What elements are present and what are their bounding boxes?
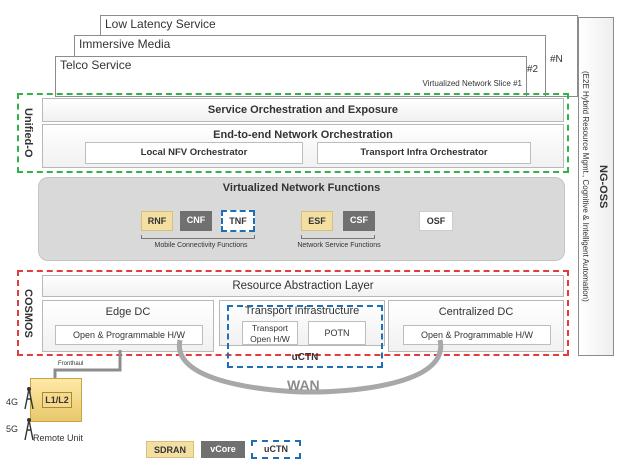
slice-index-2: #2 [527, 64, 539, 75]
remote-unit-label: Remote Unit [33, 433, 84, 443]
vnf-title: Virtualized Network Functions [222, 182, 381, 194]
antenna-5g-icon [24, 416, 34, 441]
antenna-4g-icon [24, 385, 34, 410]
local-nfv-orchestrator-label: Local NFV Orchestrator [140, 147, 248, 158]
slice-tab-low-latency-label: Low Latency Service [105, 17, 216, 31]
slice-tab-telco: Telco Service Virtualized Network Slice … [55, 56, 527, 97]
slice-index-n: #N [550, 54, 563, 65]
cnf-box: CNF [180, 211, 212, 231]
mobile-functions-bracket [141, 235, 255, 239]
ng-oss-panel: NG-OSS (E2E Hybrid Resource Mgmt., Cogni… [578, 17, 614, 356]
edge-hw: Open & Programmable H/W [55, 325, 203, 345]
edge-dc: Edge DC Open & Programmable H/W [42, 300, 214, 352]
slice-note: Virtualized Network Slice #1 [422, 79, 522, 88]
cosmos-group [17, 270, 569, 356]
osf-box: OSF [419, 211, 453, 231]
edge-dc-title: Edge DC [105, 306, 151, 318]
transport-open-hw-label: Transport Open H/W [250, 323, 290, 344]
network-functions-bracket [301, 235, 375, 239]
csf-box: CSF [343, 211, 375, 231]
service-orchestration-label: Service Orchestration and Exposure [207, 104, 399, 116]
mobile-functions-label: Mobile Connectivity Functions [154, 242, 248, 249]
central-hw-label: Open & Programmable H/W [420, 330, 534, 340]
legend-uctn: uCTN [251, 440, 301, 459]
rnf-box: RNF [141, 211, 173, 231]
transport-open-hw: Transport Open H/W [242, 321, 298, 345]
network-functions-label: Network Service Functions [297, 242, 381, 249]
resource-abstraction-layer: Resource Abstraction Layer [42, 275, 564, 297]
unified-o-label: Unified-O [22, 108, 34, 158]
edge-hw-label: Open & Programmable H/W [72, 330, 186, 340]
legend-sdran: SDRAN [146, 441, 194, 458]
uctn-label: uCTN [291, 352, 319, 363]
cosmos-label: COSMOS [22, 288, 34, 338]
tnf-box: TNF [221, 210, 255, 232]
label-5g: 5G [6, 424, 19, 434]
uctn-group [227, 305, 383, 368]
resource-abstraction-label: Resource Abstraction Layer [232, 280, 374, 292]
fronthaul-label: Fronthaul [58, 361, 84, 367]
l1l2-box: L1/L2 [42, 392, 72, 408]
ng-oss-subtitle: (E2E Hybrid Resource Mgmt., Cognitive & … [581, 71, 590, 302]
transport-infra-title: Transport Infrastructure [244, 305, 360, 317]
local-nfv-orchestrator: Local NFV Orchestrator [85, 142, 303, 164]
transport-infra-orchestrator-label: Transport Infra Orchestrator [360, 147, 488, 158]
centralized-dc-title: Centralized DC [438, 306, 514, 318]
service-orchestration-layer: Service Orchestration and Exposure [42, 98, 564, 122]
esf-box: ESF [301, 211, 333, 231]
e2e-orchestration-label: End-to-end Network Orchestration [213, 129, 393, 141]
slice-tab-immersive-label: Immersive Media [79, 37, 171, 51]
legend-vcore: vCore [201, 441, 245, 458]
unified-o-group [17, 93, 569, 173]
transport-infra-orchestrator: Transport Infra Orchestrator [317, 142, 531, 164]
ng-oss-title: NG-OSS [597, 164, 609, 209]
l1l2-label: L1/L2 [45, 395, 69, 405]
potn-label: POTN [324, 328, 350, 338]
potn-box: POTN [308, 321, 366, 345]
wan-loop [177, 339, 444, 395]
wan-label: WAN [287, 377, 320, 393]
transport-infrastructure: Transport Infrastructure Transport Open … [219, 300, 385, 346]
e2e-orchestration-layer: End-to-end Network Orchestration Local N… [42, 124, 564, 168]
slice-tab-telco-label: Telco Service [60, 58, 132, 72]
label-4g: 4G [6, 397, 19, 407]
